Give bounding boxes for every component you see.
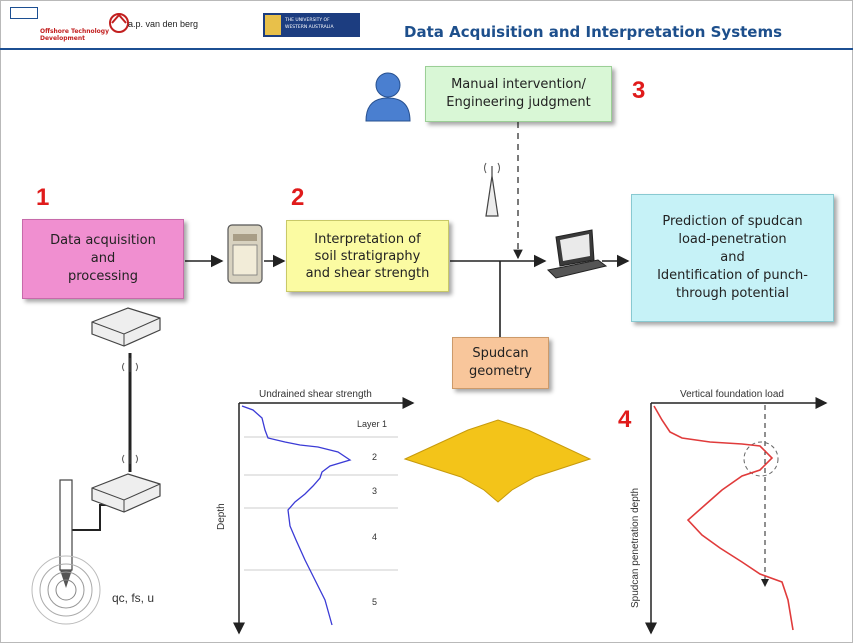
layer-label-2: 2 [372, 452, 378, 462]
layer-label-3: 3 [372, 486, 378, 496]
shear-profile-line [241, 405, 352, 626]
otd-logo-mark [10, 7, 38, 19]
load-plot-title: Vertical foundation load [680, 389, 784, 400]
layer-label-1: Layer 1 [357, 419, 388, 429]
antenna-icon [484, 162, 500, 217]
spudcan-shape [403, 419, 592, 503]
otd-logo-line1: Offshore Technology [40, 28, 110, 35]
layer-label-4: 4 [372, 532, 378, 542]
person-icon [365, 72, 411, 122]
vdb-logo-text: a.p. van den berg [128, 19, 199, 29]
router-icon [91, 307, 161, 372]
header-bar: Offshore Technology Development a.p. van… [0, 0, 853, 50]
uwa-logo-line2: WESTERN AUSTRALIA [285, 25, 334, 30]
step-number-3: 3 [632, 77, 646, 104]
data-acquisition-box: Data acquisition and processing [22, 219, 184, 299]
shear-plot-title: Undrained shear strength [259, 389, 372, 400]
prediction-box: Prediction of spudcan load-penetration a… [631, 194, 834, 322]
punch-through-marker [743, 441, 779, 477]
vdb-logo-mark [109, 13, 129, 33]
server-icon [227, 224, 263, 284]
shear-strength-plot [233, 397, 415, 635]
laptop-icon [546, 229, 608, 279]
uwa-logo-line1: THE UNIVERSITY OF [285, 18, 330, 23]
step-number-2: 2 [291, 184, 305, 211]
router-icon-lower [91, 450, 161, 513]
load-penetration-plot [645, 397, 828, 635]
cpt-probe-icon [31, 479, 101, 625]
load-curve-line [653, 405, 794, 631]
layer-label-5: 5 [372, 597, 378, 607]
shear-plot-ylabel: Depth [216, 503, 227, 530]
step-number-1: 1 [36, 184, 50, 211]
step-number-4: 4 [618, 406, 632, 433]
uwa-logo: THE UNIVERSITY OF WESTERN AUSTRALIA [263, 13, 360, 37]
interpretation-box: Interpretation of soil stratigraphy and … [286, 220, 449, 292]
sensor-readings-label: qc, fs, u [112, 591, 155, 605]
otd-logo-line2: Development [40, 35, 85, 42]
load-plot-ylabel: Spudcan penetration depth [630, 487, 641, 608]
page-title: Data Acquisition and Interpretation Syst… [404, 23, 783, 41]
spudcan-geometry-box: Spudcan geometry [452, 337, 549, 389]
manual-intervention-box: Manual intervention/ Engineering judgmen… [425, 66, 612, 122]
uwa-crest-icon [265, 15, 281, 35]
